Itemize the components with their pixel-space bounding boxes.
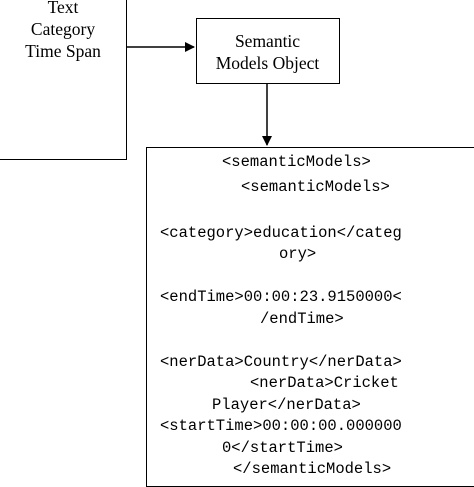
xml-line-11: 0</startTime> [222, 439, 343, 457]
xml-line-6: /endTime> [260, 310, 344, 328]
xml-line-8: <nerData>Cricket [250, 374, 399, 392]
model-label-line-1: Semantic [234, 31, 301, 51]
xml-line-10: <startTime>00:00:00.000000 [160, 417, 402, 435]
model-label-group: Semantic Models Object [197, 30, 338, 74]
xml-line-5: <endTime>00:00:23.9150000< [160, 288, 402, 306]
input-label-group: Text Category Time Span [0, 0, 127, 62]
connector-arrows [127, 42, 272, 146]
input-box: Text Category Time Span [0, 0, 127, 160]
semantic-models-object-box: Semantic Models Object [196, 18, 340, 84]
input-label-category: Category [30, 19, 96, 39]
xml-line-1: <semanticModels> [222, 153, 371, 171]
xml-line-4: ory> [279, 245, 317, 263]
model-label-line-2: Models Object [215, 53, 320, 73]
xml-line-9: Player</nerData> [212, 396, 361, 414]
xml-line-3: <category>education</categ [160, 224, 402, 242]
xml-line-7: <nerData>Country</nerData> [160, 353, 402, 371]
xml-output-box: <semanticModels> <semanticModels> <categ… [146, 147, 474, 487]
input-label-time-span: Time Span [25, 41, 101, 61]
xml-line-12: </semanticModels> [233, 460, 392, 478]
xml-line-2: <semanticModels> [241, 178, 390, 196]
input-label-text: Text [47, 0, 79, 17]
